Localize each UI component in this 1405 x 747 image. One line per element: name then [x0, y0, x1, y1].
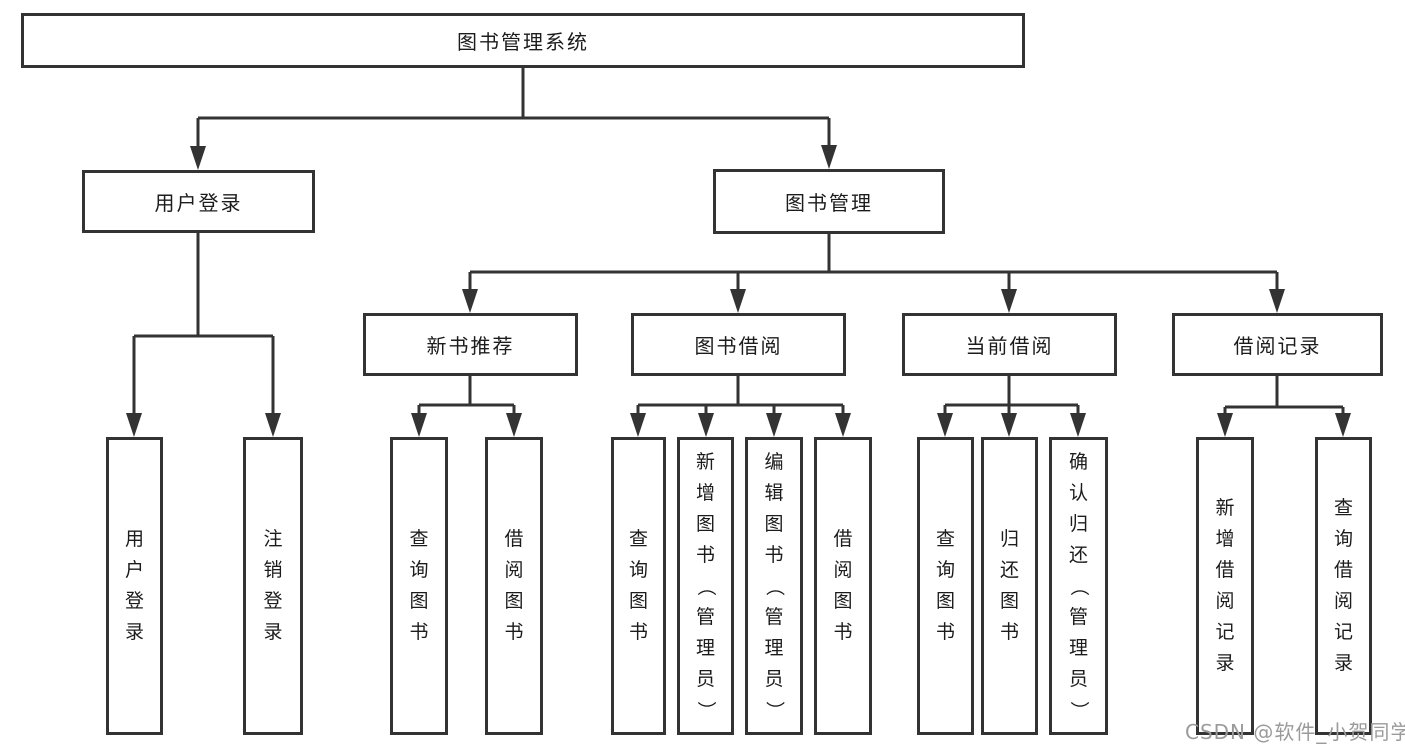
leaf-add-borrow-record: 新增借阅记录	[1196, 437, 1254, 735]
node-label: 新增图书（管理员）	[695, 450, 717, 720]
node-label: 用户登录	[124, 528, 144, 643]
leaf-query-book-current: 查询图书	[917, 437, 974, 735]
node-label: 查询图书	[409, 528, 429, 643]
node-label: 图书管理	[785, 191, 873, 215]
leaf-return-book: 归还图书	[981, 437, 1038, 735]
node-label: 编辑图书（管理员）	[763, 450, 786, 720]
node-new-book-recommendation: 新书推荐	[363, 313, 578, 376]
node-current-borrowing: 当前借阅	[902, 313, 1117, 376]
node-label: 注销登录	[263, 528, 283, 643]
node-library-management-system: 图书管理系统	[21, 13, 1025, 68]
node-label: 借阅记录	[1233, 334, 1322, 358]
node-label: 新增借阅记录	[1215, 497, 1235, 674]
leaf-add-book-admin: 新增图书（管理员）	[677, 437, 734, 735]
node-label: 查询借阅记录	[1333, 497, 1353, 674]
node-user-login: 用户登录	[82, 170, 315, 233]
leaf-borrow-book-recommend: 借阅图书	[485, 437, 543, 735]
node-label: 用户登录	[154, 191, 243, 215]
node-label: 借阅图书	[833, 528, 853, 643]
leaf-query-book-borrowing: 查询图书	[611, 437, 666, 735]
node-label: 图书借阅	[694, 334, 783, 358]
node-label: 归还图书	[999, 528, 1019, 643]
node-borrowing-records: 借阅记录	[1172, 313, 1383, 376]
node-label: 图书管理系统	[457, 30, 589, 54]
leaf-edit-book-admin: 编辑图书（管理员）	[745, 437, 803, 735]
leaf-query-borrow-record: 查询借阅记录	[1315, 437, 1372, 735]
leaf-confirm-return-admin: 确认归还（管理员）	[1049, 437, 1108, 735]
csdn-watermark: CSDN @软件_小贺同学	[1185, 720, 1405, 744]
node-label: 当前借阅	[965, 334, 1054, 358]
leaf-user-login: 用户登录	[106, 437, 163, 735]
node-label: 借阅图书	[504, 528, 524, 643]
node-label: 确认归还（管理员）	[1068, 450, 1090, 720]
leaf-borrow-book-borrowing: 借阅图书	[814, 437, 872, 735]
node-book-management: 图书管理	[713, 169, 945, 234]
node-label: 查询图书	[935, 528, 955, 643]
leaf-logout: 注销登录	[243, 437, 303, 735]
node-book-borrowing: 图书借阅	[631, 313, 846, 376]
leaf-query-book-recommend: 查询图书	[390, 437, 448, 735]
node-label: 新书推荐	[426, 334, 515, 358]
node-label: 查询图书	[628, 528, 648, 643]
